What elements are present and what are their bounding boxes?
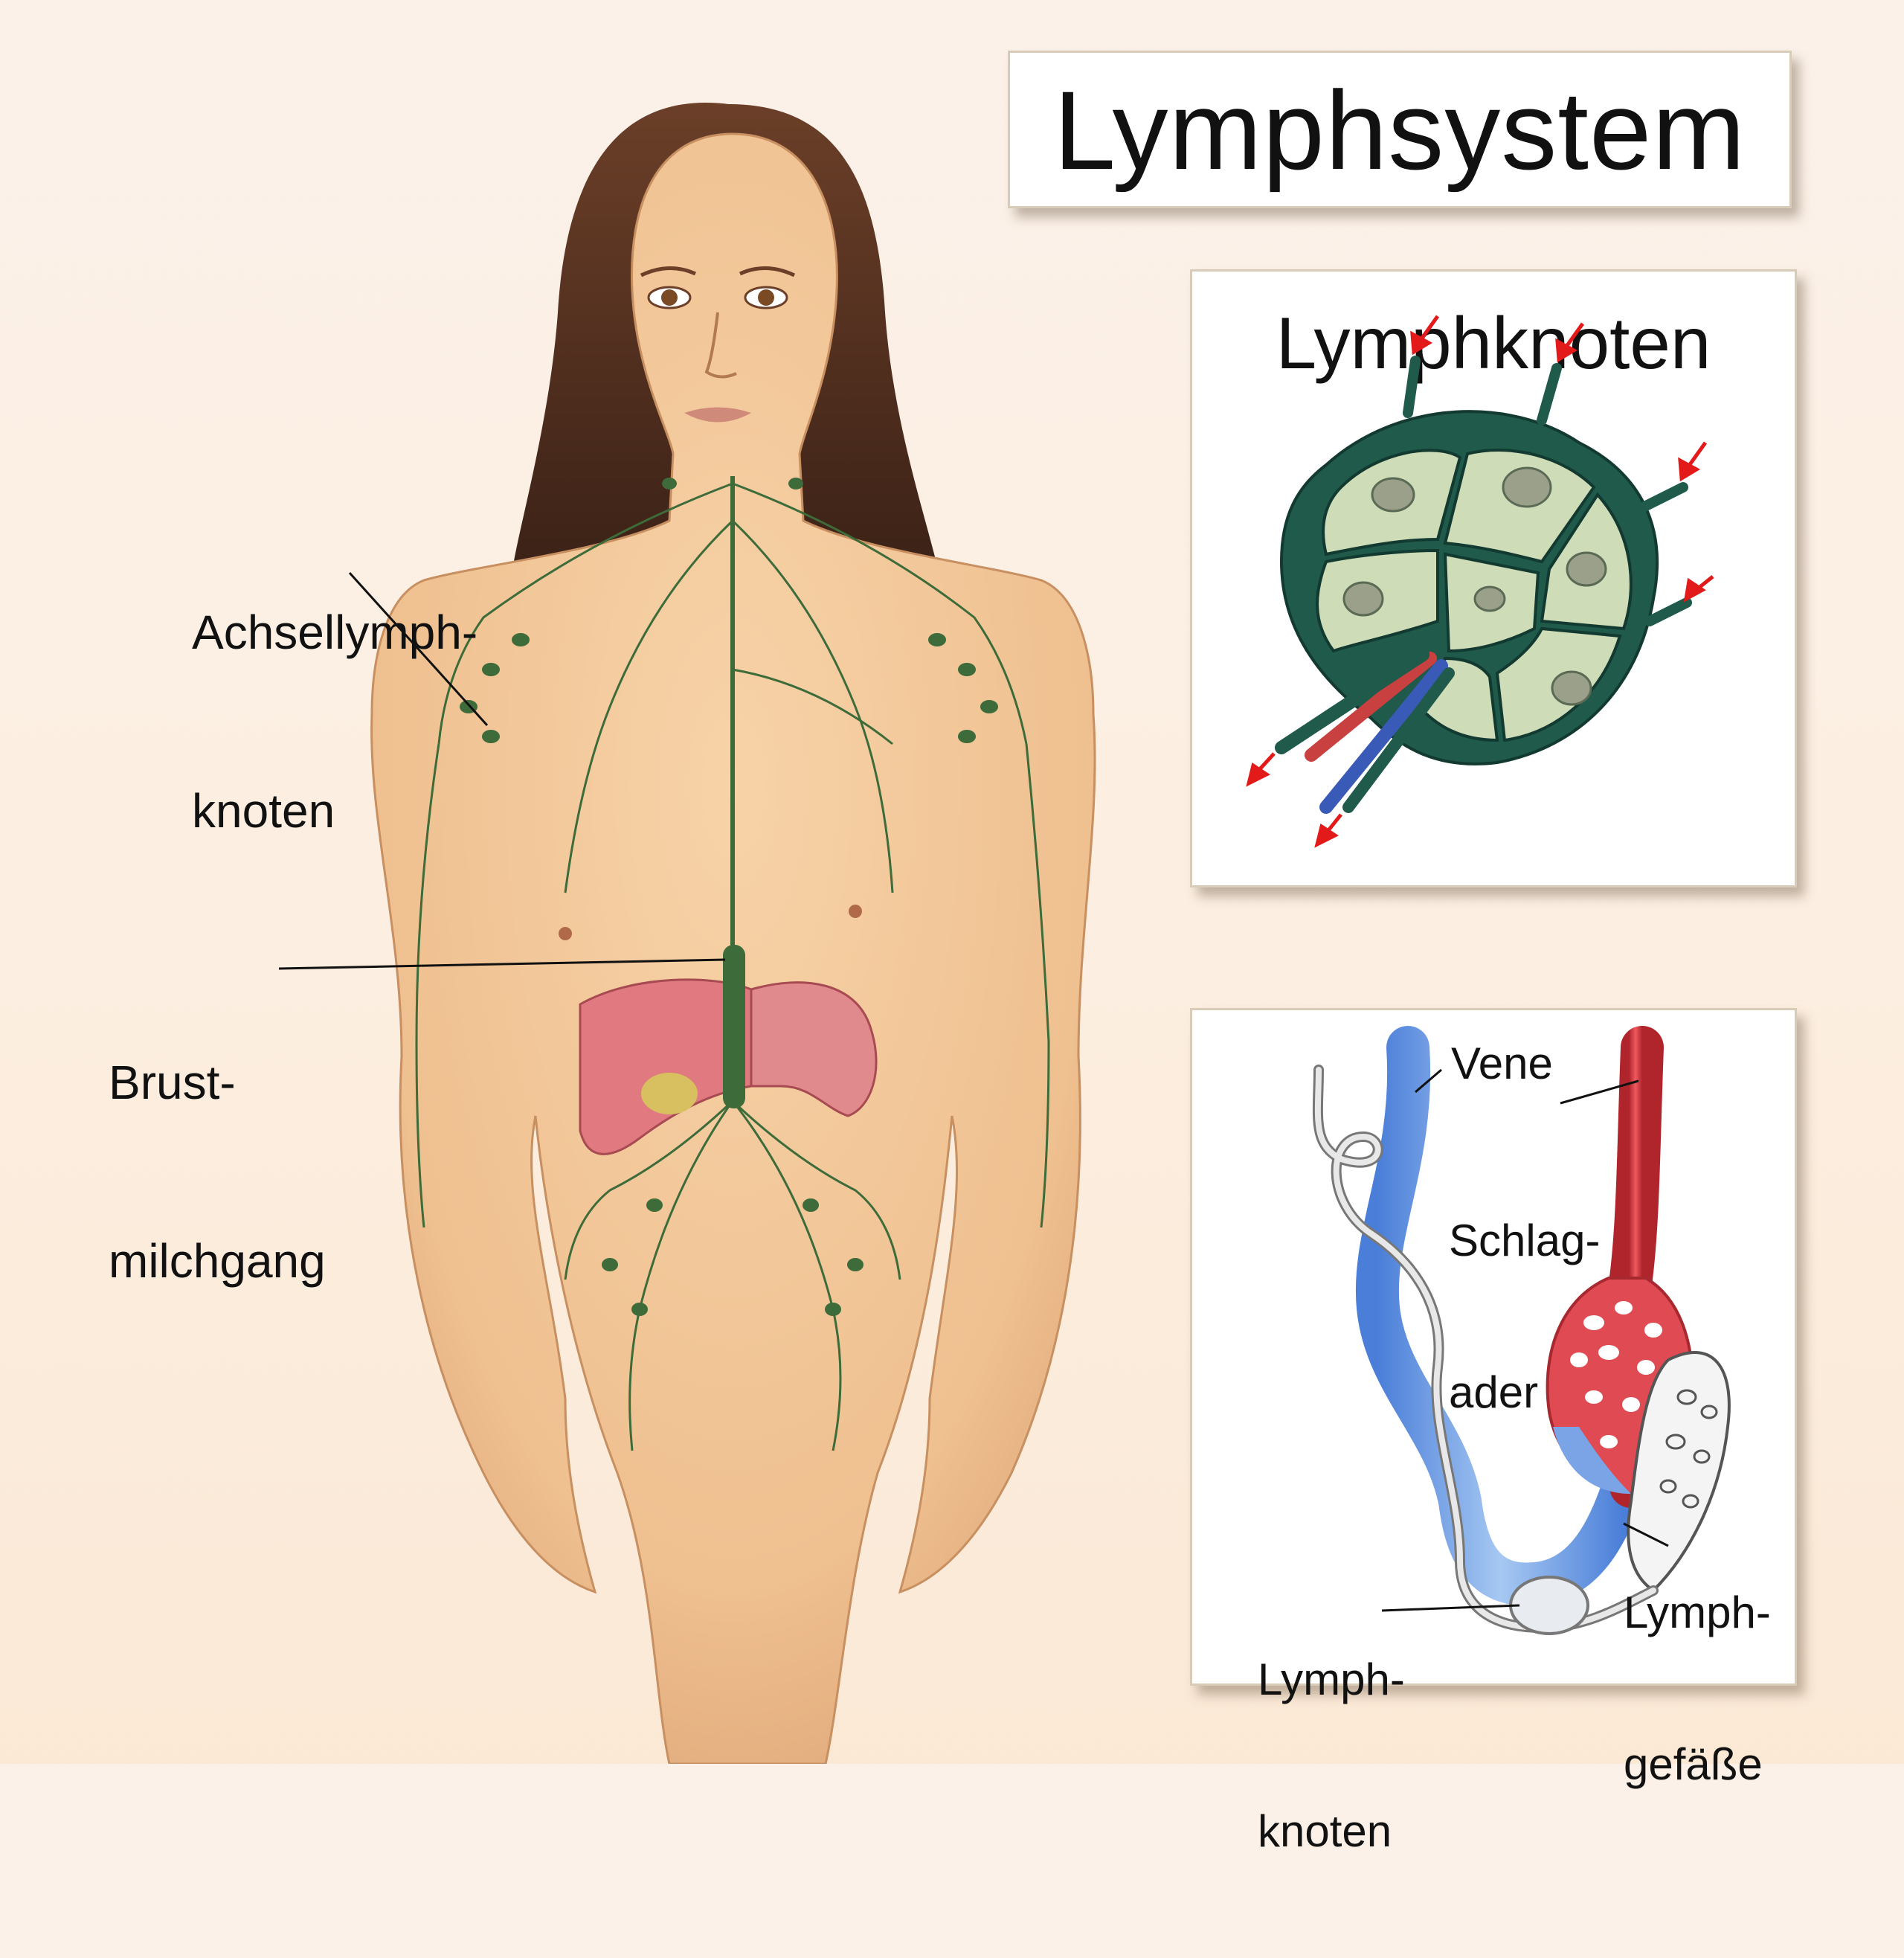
- label-artery-line1: Schlag-: [1449, 1216, 1601, 1265]
- vein-callout-line: [1415, 1068, 1442, 1094]
- lymph-node-panel-title: Lymphknoten: [1276, 302, 1711, 384]
- label-vessels-line2: gefäße: [1624, 1739, 1763, 1789]
- lymph-vessels: [415, 482, 1050, 1451]
- label-thoracic-line2: milchgang: [109, 1234, 326, 1288]
- label-node-line2: knoten: [1258, 1806, 1392, 1856]
- axillary-callout-line: [348, 571, 489, 727]
- vessel-panel: Vene Schlag- ader Lymph- gefäße Lymph- k…: [1190, 1008, 1797, 1856]
- label-lymph-node: Lymph- knoten: [1258, 1553, 1405, 1958]
- label-axillary-line1: Achsellymph-: [192, 606, 478, 659]
- label-axillary-line2: knoten: [192, 784, 335, 838]
- stomach: [750, 981, 878, 1117]
- vessel-illustration: [1312, 1026, 1731, 1635]
- artery-callout-line: [1560, 1079, 1639, 1105]
- lymph-node-illustration: [1246, 315, 1714, 848]
- eyebrows: [640, 266, 796, 277]
- efferent-lymph-vessel: [1275, 648, 1429, 754]
- label-artery: Schlag- ader: [1449, 1114, 1600, 1519]
- mouth: [684, 407, 751, 423]
- efferent-lymph-vessel-2: [1342, 667, 1455, 813]
- lymph-node-panel: Lymphknoten: [1190, 269, 1797, 887]
- label-vein: Vene: [1451, 1039, 1553, 1088]
- lymph-network-holes: [1659, 1389, 1718, 1509]
- efferent-arrows: [1246, 752, 1342, 848]
- node-callout-line: [1381, 1604, 1520, 1612]
- label-artery-line2: ader: [1449, 1367, 1539, 1417]
- lymph-capillary-network: [1627, 1351, 1731, 1593]
- label-axillary: Achsellymph- knoten: [192, 484, 477, 900]
- label-thoracic-line1: Brust-: [109, 1056, 236, 1109]
- label-vessels-line1: Lymph-: [1624, 1588, 1771, 1637]
- efferent-vessel-vein: [1319, 659, 1448, 814]
- lymph-node-follicles: [1342, 466, 1607, 706]
- page-title: Lymphsystem: [1053, 68, 1746, 193]
- gallbladder: [641, 1073, 698, 1114]
- nose: [704, 312, 737, 379]
- thoracic-callout-line: [278, 958, 726, 970]
- liver: [579, 978, 753, 1155]
- lymph-nodes: [460, 478, 998, 1316]
- label-node-line1: Lymph-: [1258, 1654, 1405, 1704]
- small-lymph-node: [1509, 1576, 1589, 1635]
- afferent-vessels: [1403, 356, 1692, 626]
- capillary-bed-venous: [1553, 1427, 1631, 1494]
- label-lymph-vessels: Lymph- gefäße: [1624, 1486, 1771, 1891]
- label-thoracic-duct: Brust- milchgang: [109, 934, 326, 1350]
- afferent-arrows: [1410, 315, 1714, 603]
- efferent-vessel-artery: [1305, 652, 1437, 762]
- title-box: Lymphsystem: [1008, 51, 1792, 208]
- body-illustration: [278, 102, 1096, 1764]
- vessels-callout-line: [1623, 1522, 1669, 1547]
